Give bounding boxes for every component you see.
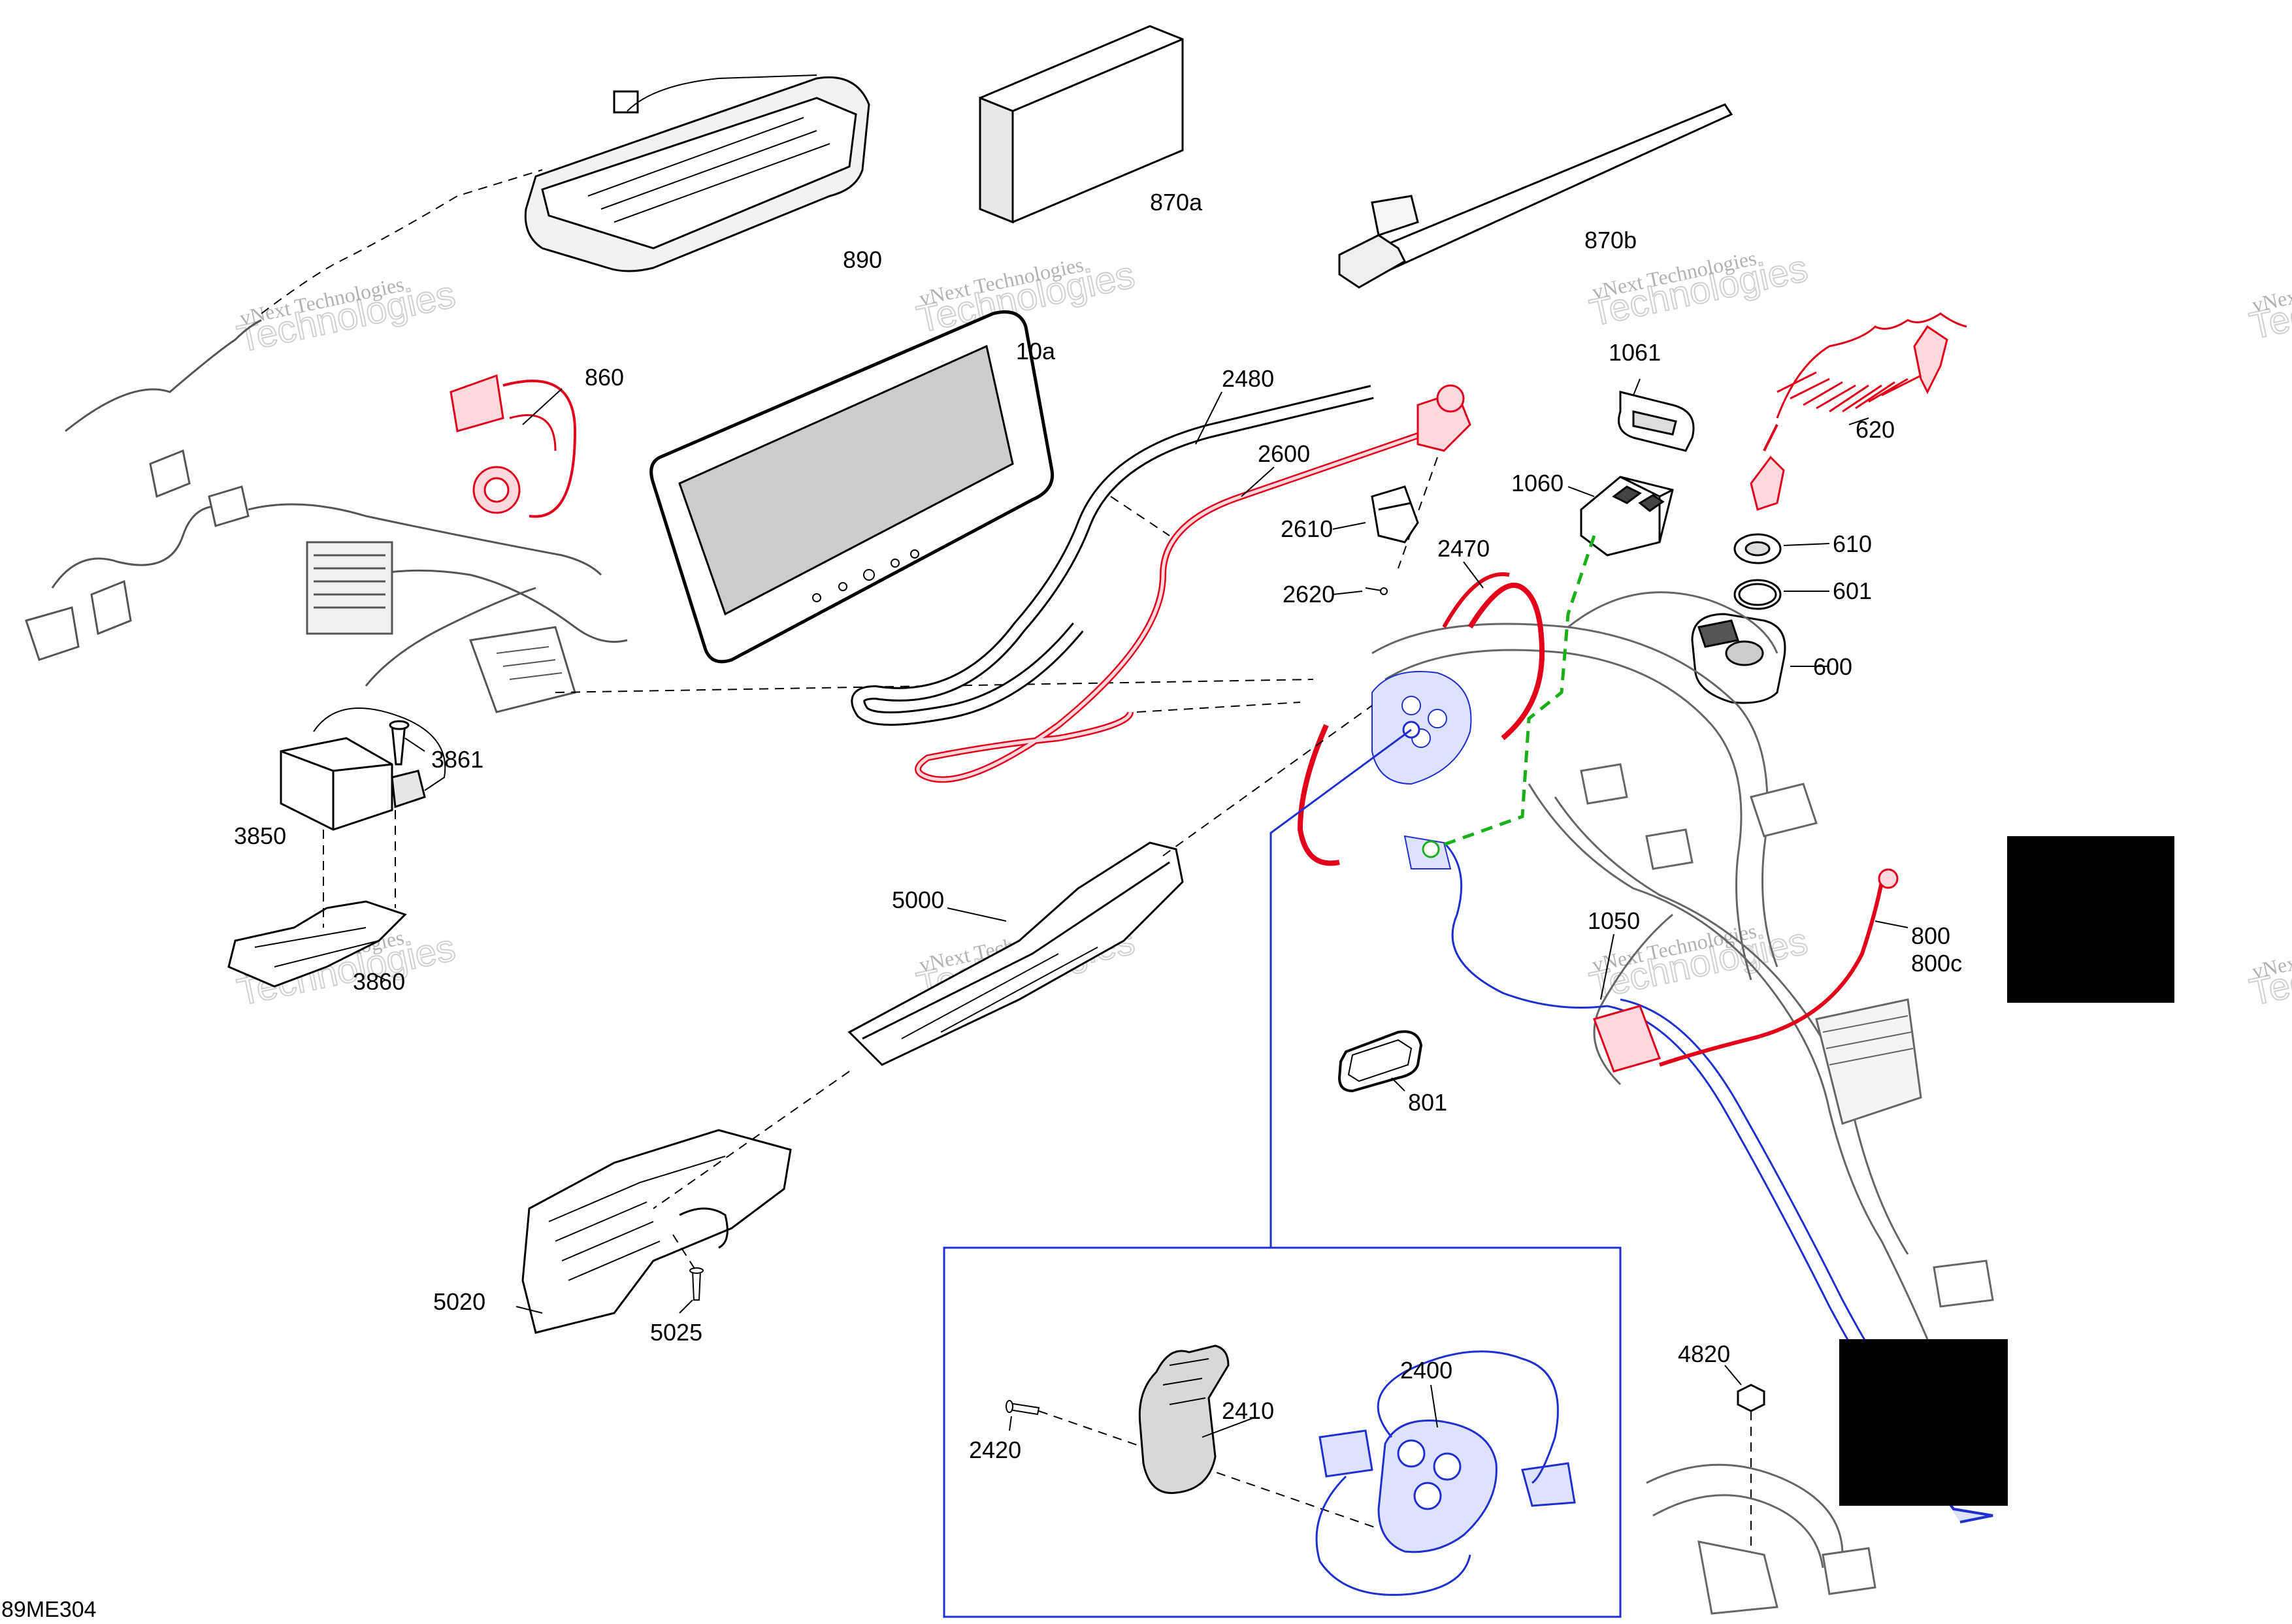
- callout-800: 800: [1911, 922, 1950, 949]
- callout-870b: 870b: [1584, 227, 1637, 253]
- leader-4820: [1724, 1365, 1742, 1386]
- leader-1060: [1567, 486, 1595, 497]
- leader-2410: [1202, 1417, 1255, 1438]
- left-harness: [25, 319, 628, 713]
- part-610-ring: [1733, 533, 1782, 564]
- callout-2620: 2620: [1283, 581, 1335, 608]
- part-2620-screw: [1365, 587, 1388, 595]
- part-1061-bezel: [1618, 391, 1695, 452]
- leader-1050: [1600, 934, 1614, 1000]
- callout-601: 601: [1833, 577, 1872, 604]
- leader-2400: [1430, 1384, 1438, 1428]
- part-601-washer: [1733, 579, 1782, 610]
- leader-3861: [404, 738, 425, 752]
- callout-1050: 1050: [1588, 907, 1640, 934]
- part-10a-display: [649, 310, 1055, 664]
- leader-2600: [1241, 466, 1275, 497]
- watermark-group: Technologies vNext Technologies Technolo…: [233, 246, 2292, 1014]
- dashed-5000-harness: [1162, 705, 1373, 856]
- leader-5020: [516, 1306, 543, 1314]
- callout-801: 801: [1408, 1089, 1447, 1116]
- callout-620: 620: [1856, 416, 1895, 443]
- part-2480-tube: [851, 385, 1374, 726]
- callout-870a: 870a: [1150, 189, 1203, 216]
- callout-4820: 4820: [1678, 1340, 1730, 1367]
- part-5020-bracket: [521, 1129, 792, 1334]
- leader-2480: [1195, 391, 1222, 445]
- part-5025-screw: [689, 1267, 704, 1301]
- part-2610-clip: [1371, 485, 1419, 544]
- leader-3860: [372, 973, 386, 981]
- part-620-lanyard: [1750, 312, 1967, 511]
- leader-1061: [1633, 378, 1641, 396]
- leader-801: [1391, 1077, 1405, 1092]
- leader-2420: [1009, 1416, 1012, 1431]
- part-3860-bracket: [227, 900, 407, 988]
- detail-inset: [943, 1246, 1622, 1618]
- part-870b-strap: [1338, 103, 1733, 289]
- callout-2600: 2600: [1258, 440, 1310, 467]
- callout-610: 610: [1833, 530, 1872, 557]
- leader-860: [522, 388, 563, 425]
- dashed-tube-lines: [1110, 457, 1438, 713]
- part-1060-switch: [1580, 476, 1674, 557]
- part-4820-nut: [1737, 1384, 1765, 1412]
- dashed-5020: [653, 1071, 850, 1271]
- callout-890: 890: [843, 246, 882, 273]
- part-890-pack: [261, 74, 870, 314]
- callout-2410: 2410: [1222, 1397, 1274, 1424]
- callout-860: 860: [585, 364, 624, 391]
- callout-1061: 1061: [1609, 339, 1661, 366]
- bottom-right-harness: [1646, 1463, 1876, 1615]
- green-link-end: [1422, 840, 1440, 858]
- part-2600-cable: [915, 384, 1471, 783]
- detail-frame: [943, 1246, 1622, 1618]
- diagram-code: 89ME304: [1, 1597, 97, 1621]
- leader-5025: [679, 1299, 693, 1314]
- callout-3860: 3860: [353, 968, 405, 995]
- callout-2420: 2420: [969, 1437, 1021, 1463]
- part-2410-housing: [1138, 1344, 1230, 1494]
- callout-5000: 5000: [892, 886, 944, 913]
- part-860-connector: [450, 374, 577, 518]
- leader-610: [1783, 543, 1830, 546]
- leader-800: [1875, 920, 1908, 928]
- callout-2400: 2400: [1400, 1357, 1452, 1384]
- leader-2610: [1332, 522, 1366, 530]
- part-600-switch-body: [1691, 613, 1786, 704]
- callout-2610: 2610: [1281, 515, 1333, 542]
- redaction-box-right: [2007, 836, 2174, 1003]
- part-3850-module: [280, 707, 446, 831]
- callout-600: 600: [1813, 653, 1852, 680]
- part-2420-pin: [1006, 1400, 1040, 1416]
- callout-2480: 2480: [1222, 365, 1274, 392]
- part-5000-cover: [847, 841, 1184, 1066]
- display-button-row: [812, 549, 919, 602]
- callout-800c: 800c: [1911, 950, 1962, 977]
- callout-10a: 10a: [1016, 338, 1056, 365]
- callout-5025: 5025: [650, 1319, 702, 1346]
- redaction-box-bottom: [1839, 1339, 2008, 1506]
- callout-2470: 2470: [1437, 535, 1490, 562]
- leader-5000: [947, 907, 1007, 922]
- part-3861-screw: [389, 720, 410, 766]
- green-link: [1430, 535, 1596, 851]
- callout-3850: 3850: [234, 822, 286, 849]
- callout-3861: 3861: [431, 746, 483, 773]
- callout-labels: 890 870a 870b 860 10a 2480 2600 2610 262…: [234, 189, 1962, 1463]
- leader-2470: [1463, 561, 1484, 589]
- main-harness: [1371, 591, 1994, 1340]
- part-801-gasket: [1337, 1030, 1423, 1093]
- part-2400-switch: [1315, 1350, 1576, 1596]
- detail-leader-blue: [1269, 728, 1412, 1248]
- part-2470-loop: [1297, 572, 1545, 866]
- callout-1060: 1060: [1511, 470, 1563, 496]
- leader-620: [1848, 417, 1869, 425]
- part-870a-box: [979, 25, 1184, 224]
- leader-2620: [1332, 591, 1363, 595]
- callout-5020: 5020: [433, 1288, 485, 1315]
- part-800-cable: [1593, 868, 1899, 1073]
